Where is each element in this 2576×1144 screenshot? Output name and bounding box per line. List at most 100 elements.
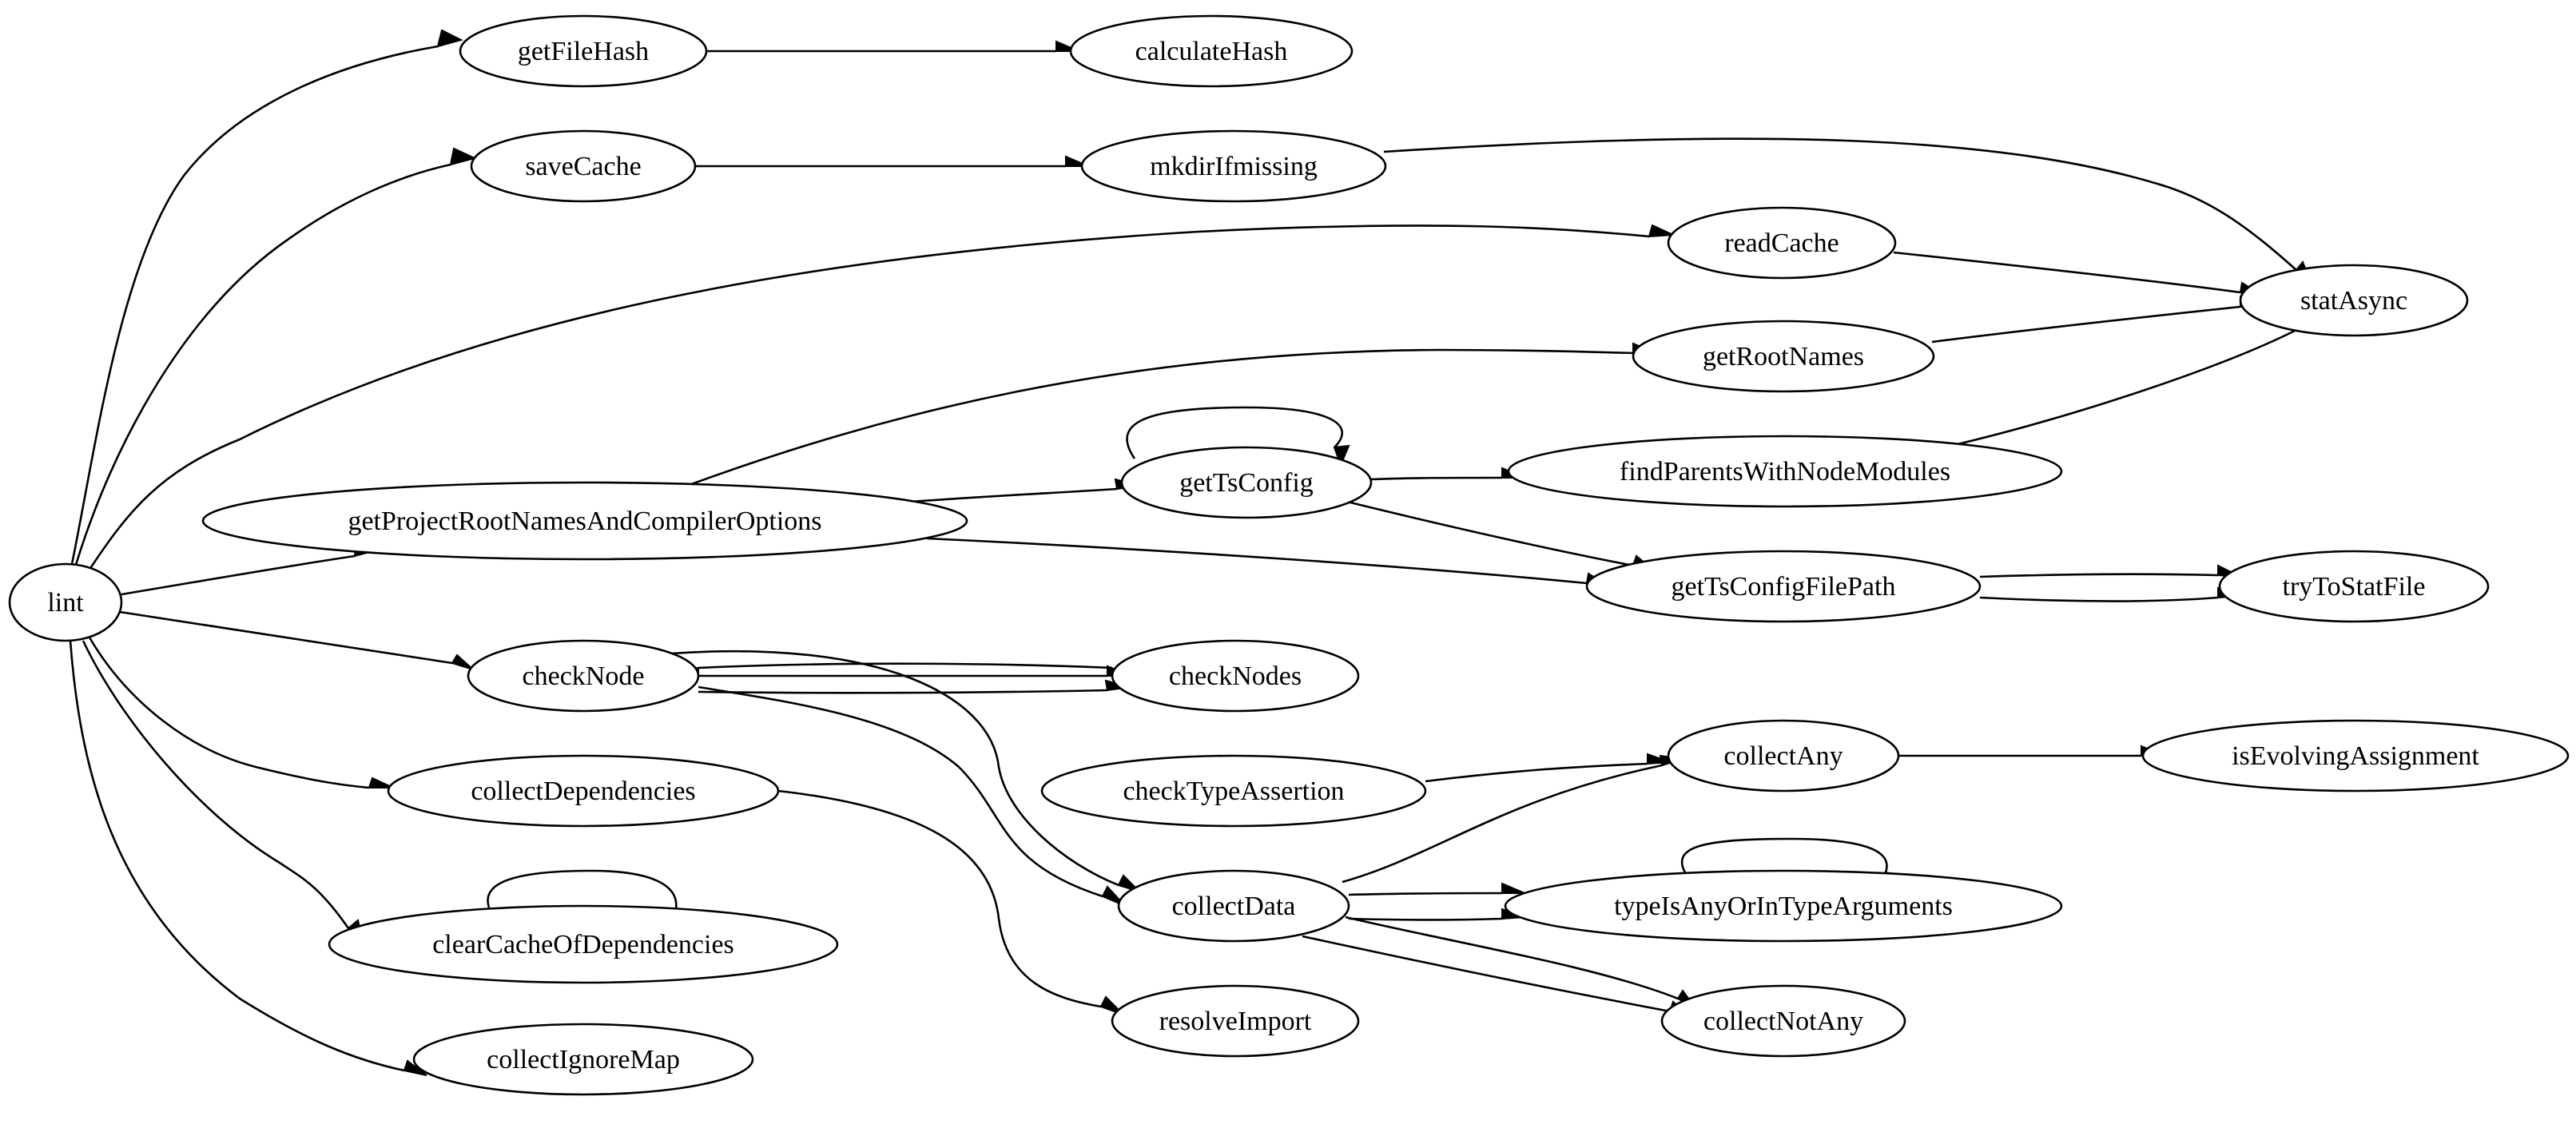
node-checkNode: checkNode [467, 639, 700, 713]
edge-line [1893, 251, 2241, 294]
arrowhead-icon [1333, 444, 1350, 467]
node-resolveImport: resolveImport [1111, 984, 1360, 1058]
edge-getFileHash-to-calculateHash [706, 40, 1079, 53]
node-label: lint [47, 588, 84, 618]
edge-findParentsWithNodeModules-to-statAsync [1957, 319, 2315, 446]
node-label: saveCache [525, 152, 641, 181]
edge-line [1931, 305, 2241, 344]
node-findParentsWithNodeModules: findParentsWithNodeModules [1507, 435, 2063, 508]
node-ellipse [2218, 550, 2490, 623]
node-label: getFileHash [518, 37, 649, 66]
node-ellipse [201, 481, 968, 561]
node-label: getRootNames [1703, 342, 1864, 371]
edge-line [698, 689, 1108, 694]
edge-line [86, 224, 1650, 573]
edge-line [119, 610, 453, 665]
edge-line [698, 662, 1113, 669]
node-label: collectIgnoreMap [487, 1045, 680, 1074]
node-readCache: readCache [1667, 206, 1897, 280]
edge-line [1370, 476, 1503, 481]
edge-line [1348, 892, 1503, 896]
edge-lint-to-collectIgnoreMap [69, 640, 427, 1076]
edge-collectAny-to-isEvolvingAssignment [1898, 745, 2165, 757]
node-ellipse [1507, 435, 2063, 508]
arrowhead-icon [449, 147, 477, 166]
edge-line [1126, 406, 1344, 459]
node-ellipse [1111, 639, 1360, 713]
node-label: readCache [1724, 228, 1839, 258]
node-mkdirIfmissing: mkdirIfmissing [1080, 129, 1387, 203]
edge-collectData-to-collectNotAny [1302, 935, 1693, 1019]
node-label: isEvolvingAssignment [2232, 741, 2479, 771]
edge-getProjectRootNamesAndCompilerOptions-to-getTsConfig [910, 478, 1140, 503]
edge-getTsConfig-to-getTsConfigFilePath [1346, 500, 1656, 573]
node-ellipse [1585, 550, 1982, 623]
arrowhead-icon [436, 29, 463, 48]
node-statAsync: statAsync [2239, 264, 2469, 337]
node-collectDependencies: collectDependencies [387, 754, 780, 828]
node-ellipse [1117, 869, 1350, 943]
node-label: collectNotAny [1703, 1007, 1863, 1036]
edge-getProjectRootNamesAndCompilerOptions-to-getTsConfigFilePath [926, 537, 1610, 587]
edge-line [1680, 837, 1888, 875]
node-checkTypeAssertion: checkTypeAssertion [1040, 754, 1427, 828]
edge-lint-to-getFileHash [70, 29, 463, 565]
node-ellipse [8, 562, 123, 642]
edge-lint-to-collectDependencies [88, 637, 394, 789]
edge-line [1345, 916, 1679, 1000]
edge-line [1302, 935, 1671, 1013]
node-ellipse [2239, 264, 2469, 337]
arrowhead-icon [1501, 882, 1525, 894]
node-getTsConfigFilePath: getTsConfigFilePath [1585, 550, 1982, 623]
node-label: findParentsWithNodeModules [1620, 457, 1950, 487]
arrowhead-icon [1648, 224, 1674, 238]
arrowhead-icon [451, 653, 474, 670]
edge-getRootNames-to-statAsync [1931, 296, 2264, 344]
node-ellipse [1504, 869, 2063, 943]
node-tryToStatFile: tryToStatFile [2218, 550, 2490, 623]
node-ellipse [1111, 984, 1360, 1058]
node-label: collectDependencies [471, 777, 695, 806]
node-ellipse [412, 1023, 754, 1096]
node-label: getTsConfig [1179, 468, 1314, 498]
edge-line [670, 649, 1119, 887]
edge-lint-to-readCache [86, 224, 1674, 573]
node-clearCacheOfDependencies: clearCacheOfDependencies [328, 904, 839, 984]
edge-line [74, 163, 451, 566]
node-label: checkTypeAssertion [1123, 777, 1344, 806]
node-ellipse [1120, 446, 1373, 519]
node-getTsConfig: getTsConfig [1120, 446, 1373, 519]
node-label: clearCacheOfDependencies [432, 930, 734, 959]
node-ellipse [470, 129, 697, 203]
node-label: tryToStatFile [2283, 572, 2426, 602]
edge-collectData-to-typeIsAnyOrInTypeArguments [1348, 908, 1525, 921]
node-ellipse [467, 639, 700, 713]
node-ellipse [2141, 719, 2570, 792]
node-ellipse [1667, 206, 1897, 280]
node-typeIsAnyOrInTypeArguments: typeIsAnyOrInTypeArguments [1504, 869, 2063, 943]
arrowhead-icon [368, 777, 394, 788]
edge-line [121, 554, 356, 596]
node-label: collectData [1172, 892, 1296, 921]
node-collectAny: collectAny [1667, 719, 1900, 792]
edge-line [81, 640, 350, 929]
node-label: getTsConfigFilePath [1672, 572, 1896, 602]
node-getRootNames: getRootNames [1632, 320, 1935, 393]
edge-lint-to-saveCache [74, 147, 477, 566]
node-label: mkdirIfmissing [1150, 152, 1318, 181]
edge-line [1383, 137, 2297, 271]
edge-line [1346, 500, 1634, 567]
node-calculateHash: calculateHash [1069, 14, 1354, 88]
edge-line [487, 869, 678, 910]
node-ellipse [1080, 129, 1387, 203]
edge-line [777, 789, 1102, 1008]
node-ellipse [328, 904, 839, 984]
edge-line [926, 537, 1588, 585]
edge-collectDependencies-to-resolveImport [777, 789, 1124, 1015]
edge-getTsConfig-to-findParentsWithNodeModules [1370, 467, 1525, 481]
node-label: getProjectRootNamesAndCompilerOptions [348, 506, 821, 536]
edge-getTsConfigFilePath-to-tryToStatFile [1979, 564, 2241, 578]
edge-checkNode-to-checkNodes [698, 665, 1131, 677]
node-collectData: collectData [1117, 869, 1350, 943]
